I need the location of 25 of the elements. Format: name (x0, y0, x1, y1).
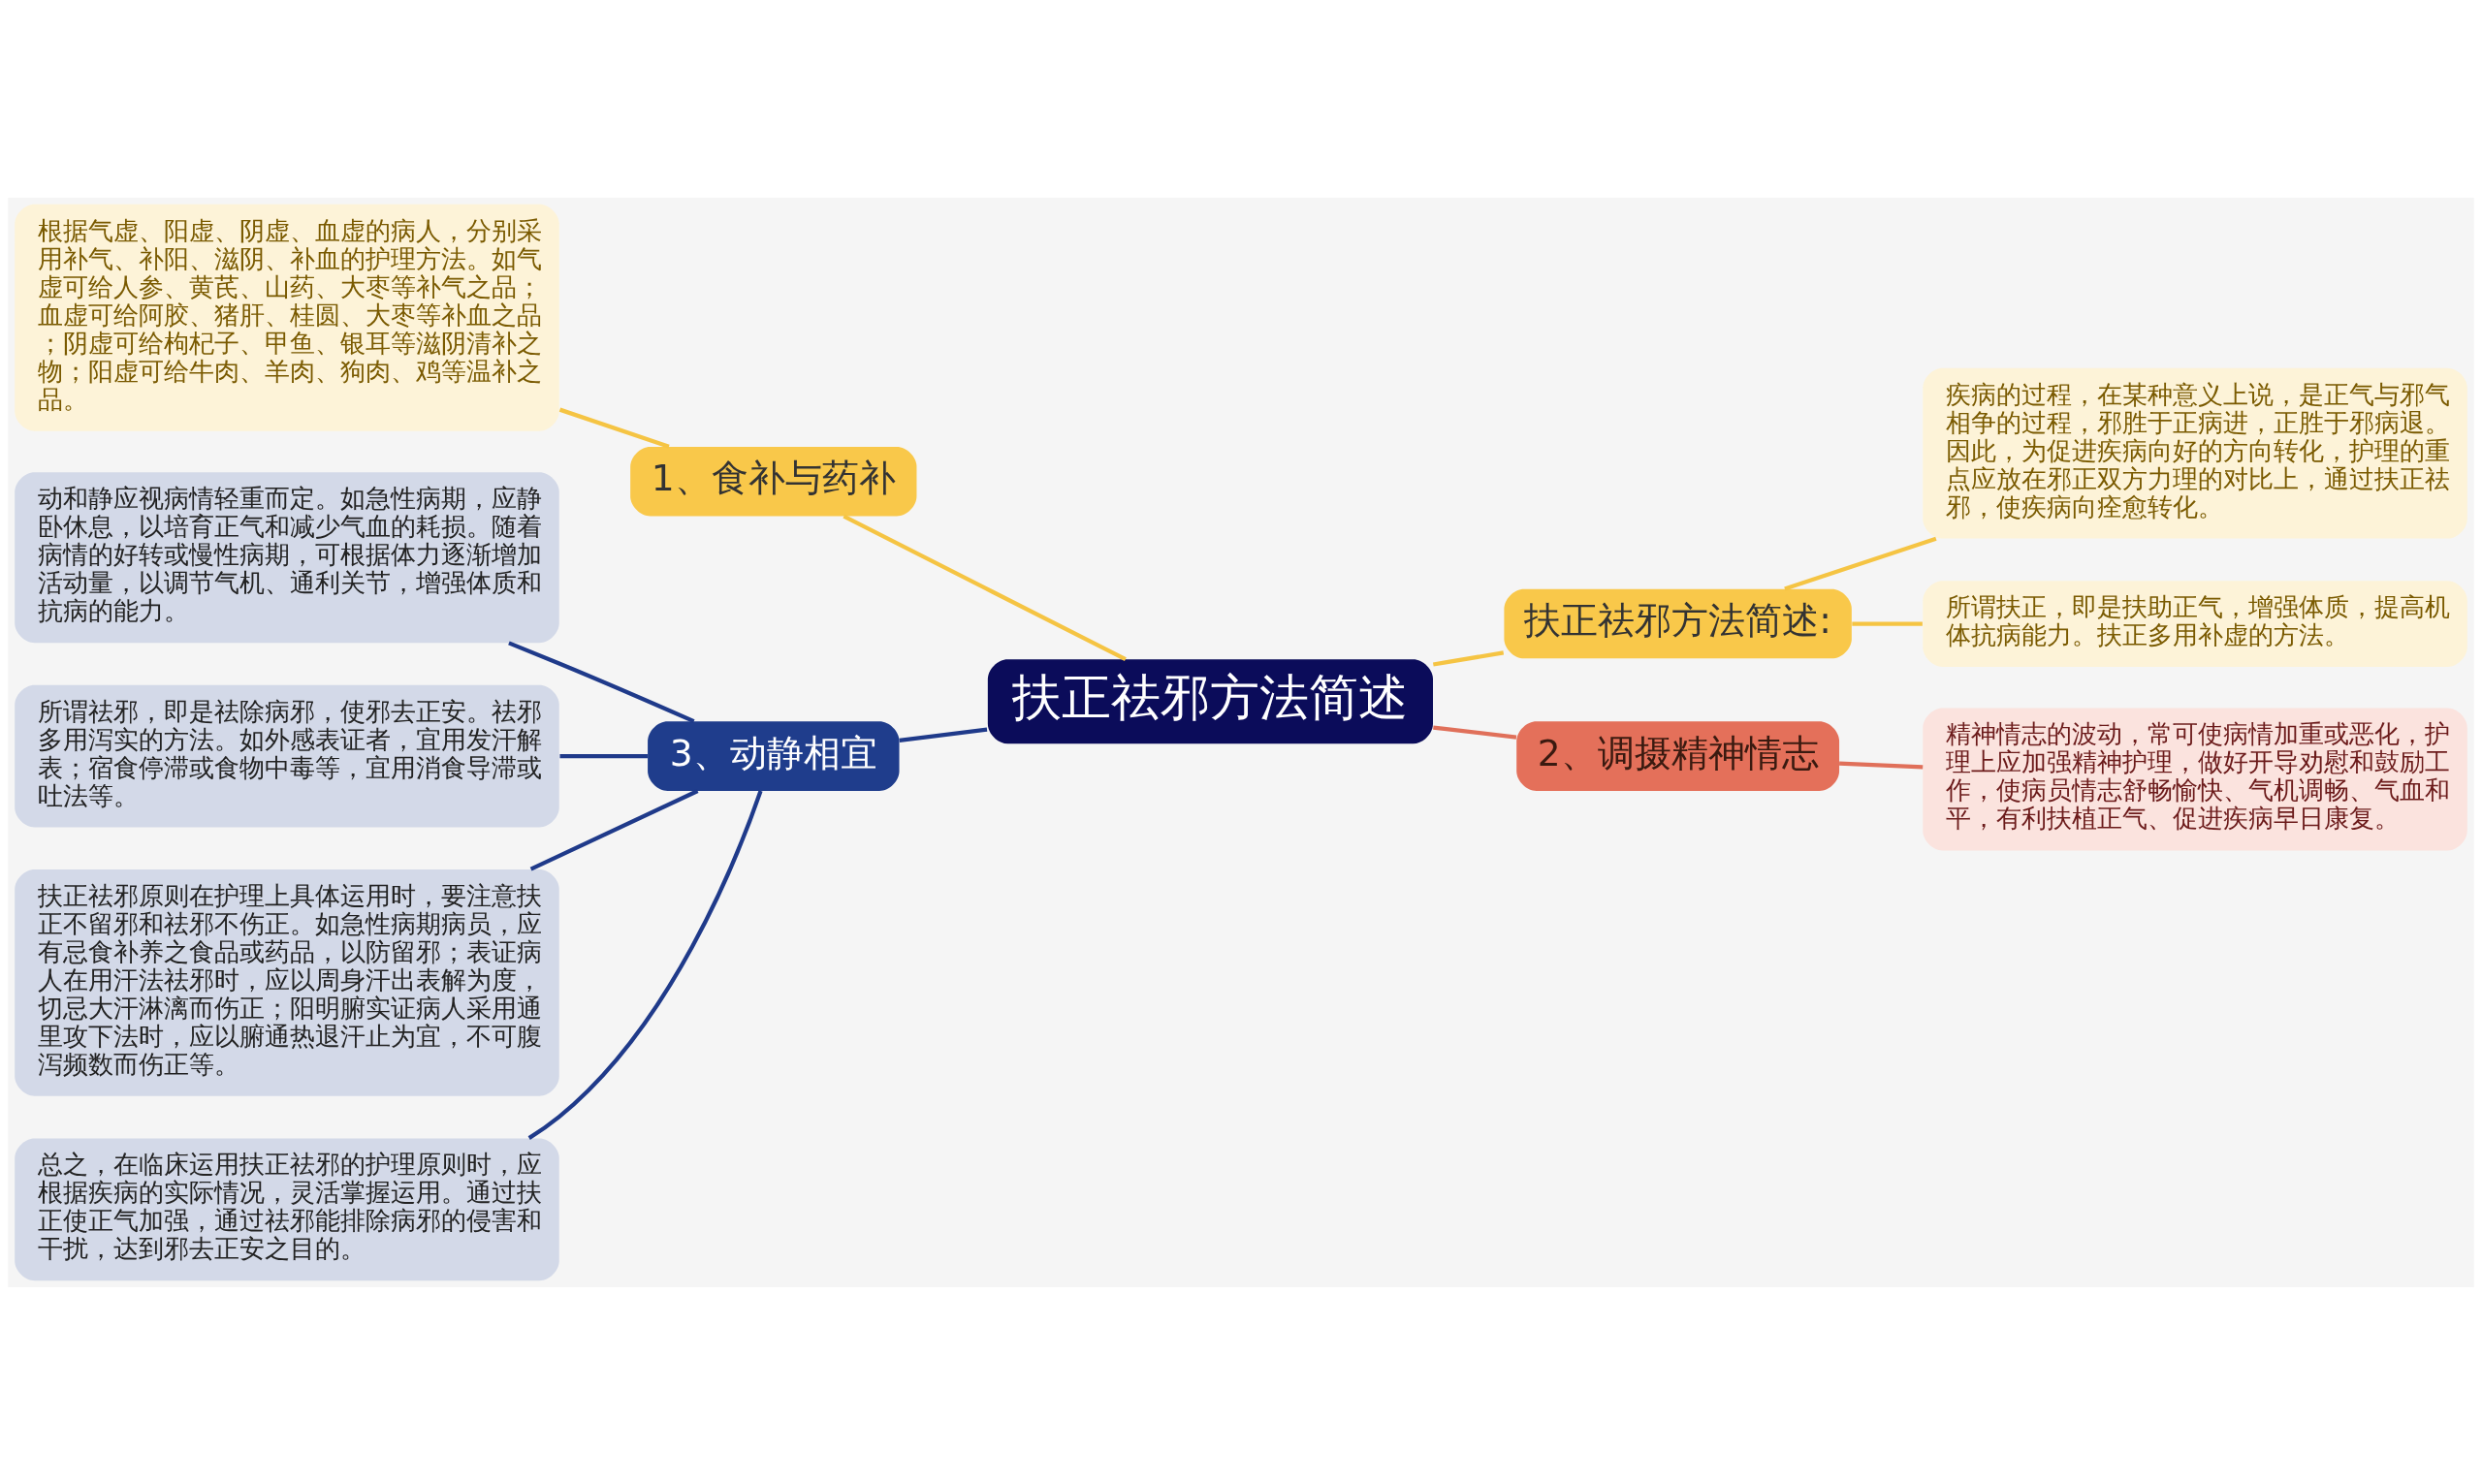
node-box: 疾病的过程，在某种意义上说，是正气与邪气相争的过程，邪胜于正病进，正胜于邪病退。因此，为促进疾病向好的方向转化，护理的重点应放在邪正双方力理的对比上，通过扶正祛邪，使疾病向痊愈转化。 (1923, 367, 2467, 539)
connector (843, 514, 1127, 661)
connector (558, 407, 670, 449)
connector (508, 640, 695, 723)
node-box: 2、调摄精神情志 (1516, 720, 1840, 791)
node-box: 精神情志的波动，常可使病情加重或恶化，护理上应加强精神护理，做好开导劝慰和鼓励工作，使病员情志舒畅愉快、气机调畅、气血和平，有利扶植正气、促进疾病早日康复。 (1923, 708, 2467, 850)
node-box: 1、食补与药补 (630, 446, 917, 517)
connector (559, 753, 648, 758)
node-box: 扶正祛邪方法简述 (987, 658, 1433, 743)
node-box: 根据气虚、阳虚、阴虚、血虚的病人，分别采用补气、补阳、滋阴、补血的护理方法。如气虚可给人参、黄芪、山药、大枣等补气之品；血虚可给阿胶、猪肝、桂圆、大枣等补血之品；阴虚可给枸杞子、甲鱼、银耳等滋阴清补之物；阳虚可给牛肉、羊肉、狗肉、鸡等温补之品。 (15, 204, 559, 431)
connector (1432, 649, 1505, 667)
node-box: 总之，在临床运用扶正祛邪的护理原则时，应根据疾病的实际情况，灵活掌握运用。通过扶正使正气加强，通过祛邪能排除病邪的侵害和干扰，达到邪去正安之目的。 (15, 1137, 559, 1280)
node-box: 动和静应视病情轻重而定。如急性病期，应静卧休息，以培育正气和减少气血的耗损。随着病情的好转或慢性病期，可根据体力逐渐增加活动量，以调节气机、通利关节，增强体质和抗病的能力。 (15, 471, 559, 643)
node-box: 所谓扶正，即是扶助正气，增强体质，提高机体抗病能力。扶正多用补虚的方法。 (1923, 580, 2467, 667)
node-box: 3、动静相宜 (648, 720, 900, 791)
node-box: 所谓祛邪，即是祛除病邪，使邪去正安。祛邪多用泻实的方法。如外感表证者，宜用发汗解表；宿食停滞或食物中毒等，宜用消食导滞或吐法等。 (15, 684, 559, 827)
node-box: 扶正祛邪方法简述: (1504, 588, 1852, 658)
connector (1839, 760, 1924, 770)
connector (1852, 620, 1923, 626)
connector (529, 788, 699, 871)
connector (1784, 536, 1937, 591)
node-box: 扶正祛邪原则在护理上具体运用时，要注意扶正不留邪和祛邪不伤正。如急性病期病员，应有忌食补养之食品或药品，以防留邪；表证病人在用汗法祛邪时，应以周身汗出表解为度，切忌大汗淋漓而伤正；阳明腑实证病人采用通里攻下法时，应以腑通热退汗止为宜，不可腹泻频数而伤正等。 (15, 868, 559, 1096)
connector (899, 726, 988, 742)
connector (1433, 724, 1517, 740)
connector (527, 789, 763, 1140)
